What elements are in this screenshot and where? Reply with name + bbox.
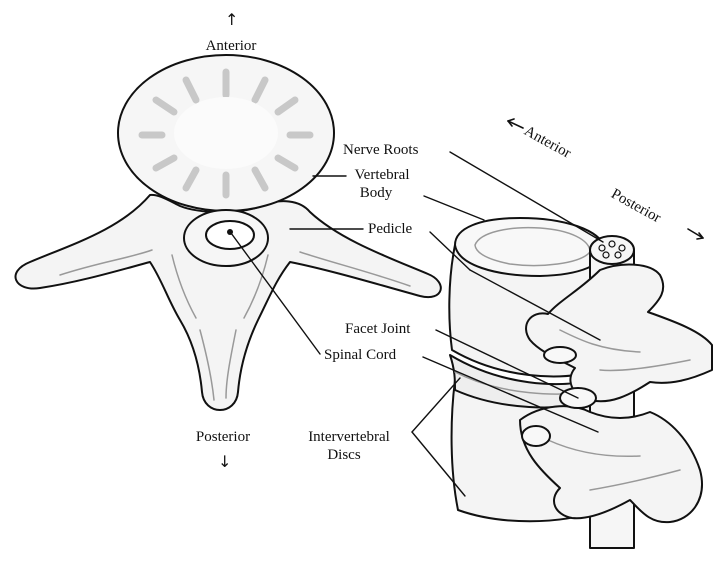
label-discs: Discs [294,447,394,464]
up-arrow-icon: ↑ [225,12,238,28]
upper-disc-surface [455,218,605,276]
label-nerve-roots: Nerve Roots [343,142,418,159]
label-facet-joint: Facet Joint [345,321,410,338]
label-vertebral-body-2: Body [346,185,406,202]
label-spinal-cord: Spinal Cord [324,347,396,364]
label-pedicle: Pedicle [368,221,412,238]
label-posterior-bottom: Posterior [180,429,266,446]
label-anterior-top: Anterior [196,38,266,55]
label-intervertebral: Intervertebral [294,429,404,446]
label-vertebral-body-1: Vertebral [346,167,418,184]
lateral-spine-illustration [449,218,712,548]
down-arrow-icon: ↓ [218,454,231,470]
